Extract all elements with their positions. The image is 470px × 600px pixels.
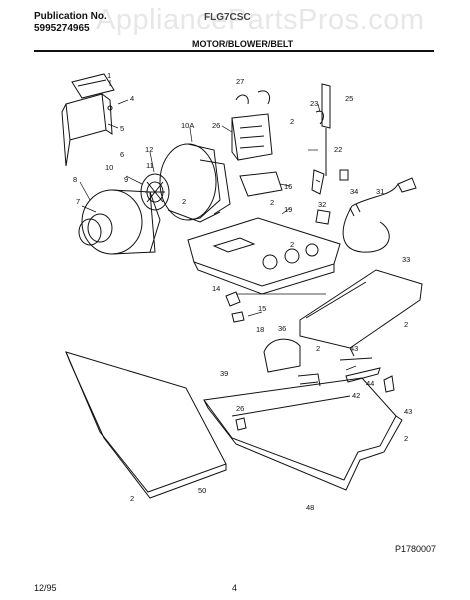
callout-2h: 2 [130, 494, 134, 503]
callout-6: 6 [120, 150, 124, 159]
callout-1: 1 [107, 71, 111, 80]
callout-12: 12 [145, 145, 153, 154]
publication-number: 5995274965 [34, 23, 90, 34]
callout-2f: 2 [316, 344, 320, 353]
callout-8: 8 [73, 175, 77, 184]
callout-10: 10 [105, 163, 113, 172]
callout-19: 19 [284, 205, 292, 214]
footer-page: 4 [232, 583, 238, 593]
callout-14: 14 [212, 284, 220, 293]
callout-27: 27 [236, 77, 244, 86]
section-title: MOTOR/BLOWER/BELT [192, 39, 294, 49]
callout-26: 26 [212, 121, 220, 130]
publication-label: Publication No. [34, 11, 107, 22]
callout-2c: 2 [270, 198, 274, 207]
watermark: AppliancePartsPros.com [96, 4, 425, 36]
callout-33: 33 [402, 255, 410, 264]
callout-2g: 2 [404, 434, 408, 443]
cabinet-base [203, 377, 403, 491]
callout-50: 50 [198, 486, 206, 495]
front-panel [65, 351, 227, 499]
callout-48: 48 [306, 503, 314, 512]
model-number: FLG7CSC [204, 12, 251, 23]
header-rule [34, 50, 434, 52]
callout-15: 15 [258, 304, 266, 313]
callout-10a: 10A [181, 121, 194, 130]
callout-44: 44 [366, 379, 374, 388]
callout-2d: 2 [290, 240, 294, 249]
callout-43a: 43 [350, 344, 358, 353]
callout-26b: 26 [236, 404, 244, 413]
callout-2a: 2 [182, 197, 186, 206]
callout-34: 34 [350, 187, 358, 196]
publication-block: Publication No. 5995274965 [34, 11, 107, 35]
leader-lines [79, 80, 357, 371]
callout-7: 7 [76, 197, 80, 206]
callout-43b: 43 [404, 407, 412, 416]
callout-23: 23 [310, 99, 318, 108]
callout-11: 11 [146, 161, 154, 170]
callout-25: 25 [345, 94, 353, 103]
diagram-code: P1780007 [394, 544, 436, 554]
idler-assembly [311, 83, 331, 225]
callout-31: 31 [376, 187, 384, 196]
blower-wheel-motor [140, 143, 231, 223]
power-cord [339, 169, 417, 253]
callout-5: 5 [120, 124, 124, 133]
footer-date: 12/95 [34, 583, 57, 593]
callout-39: 39 [220, 369, 228, 378]
drive-motor [231, 90, 283, 197]
small-hardware [225, 291, 395, 431]
rear-rail-assembly [263, 269, 423, 373]
callout-2e: 2 [404, 320, 408, 329]
callout-36: 36 [278, 324, 286, 333]
exhaust-duct-assembly [61, 73, 115, 167]
callout-18: 18 [256, 325, 264, 334]
callout-42: 42 [352, 391, 360, 400]
callout-2b: 2 [290, 117, 294, 126]
callout-9: 9 [124, 175, 128, 184]
callout-4: 4 [130, 94, 134, 103]
callout-32: 32 [318, 200, 326, 209]
callout-22: 22 [334, 145, 342, 154]
callout-16: 16 [284, 182, 292, 191]
